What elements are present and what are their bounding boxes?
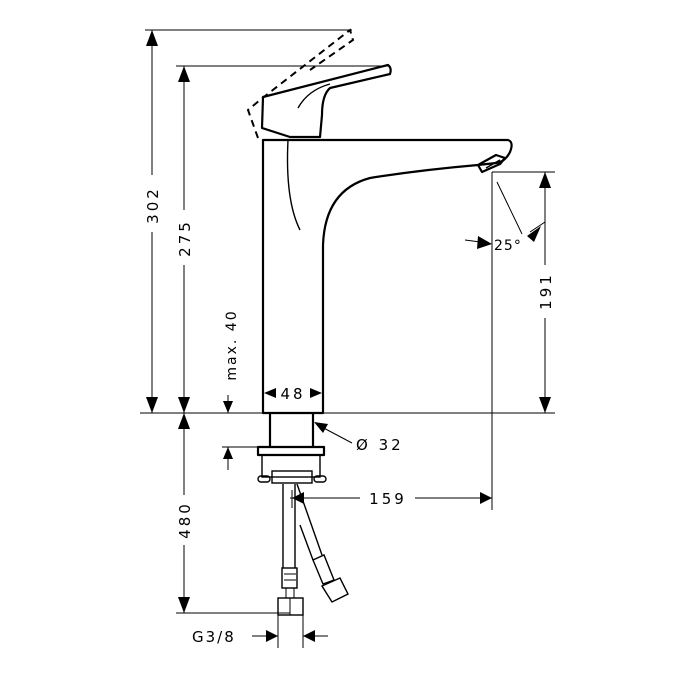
dimension-hose-length: 480 xyxy=(176,413,194,613)
dim-275-label: 275 xyxy=(176,219,194,257)
dimension-connection: G3/8 xyxy=(192,628,328,646)
dim-g38-label: G3/8 xyxy=(192,628,236,646)
dim-48-label: 48 xyxy=(280,385,305,403)
dimension-handle-height: 275 xyxy=(176,66,194,413)
dimension-spout-reach: 159 xyxy=(290,490,492,508)
dim-159-label: 159 xyxy=(369,490,407,508)
mounting-shank xyxy=(256,413,327,484)
dim-max40-label: max. 40 xyxy=(224,309,240,380)
dimension-total-height: 302 xyxy=(144,30,162,413)
dimension-spout-height: 191 xyxy=(537,172,555,413)
supply-hoses xyxy=(277,483,349,616)
dim-32-label: Ø 32 xyxy=(356,436,404,454)
dimension-max-countertop: max. 40 xyxy=(223,309,240,470)
dim-191-label: 191 xyxy=(537,272,555,310)
faucet-body xyxy=(261,138,513,415)
faucet-handle xyxy=(260,63,392,139)
handle-raised-outline xyxy=(246,28,355,139)
extension-lines xyxy=(140,29,555,648)
dimension-body-width: 48 xyxy=(264,385,322,403)
dim-302-label: 302 xyxy=(144,186,162,224)
dim-480-label: 480 xyxy=(176,501,194,539)
dimension-shank-diameter: Ø 32 xyxy=(314,422,404,454)
dim-25-label: 25° xyxy=(494,238,522,254)
dimension-spout-angle: 25° xyxy=(464,181,546,254)
